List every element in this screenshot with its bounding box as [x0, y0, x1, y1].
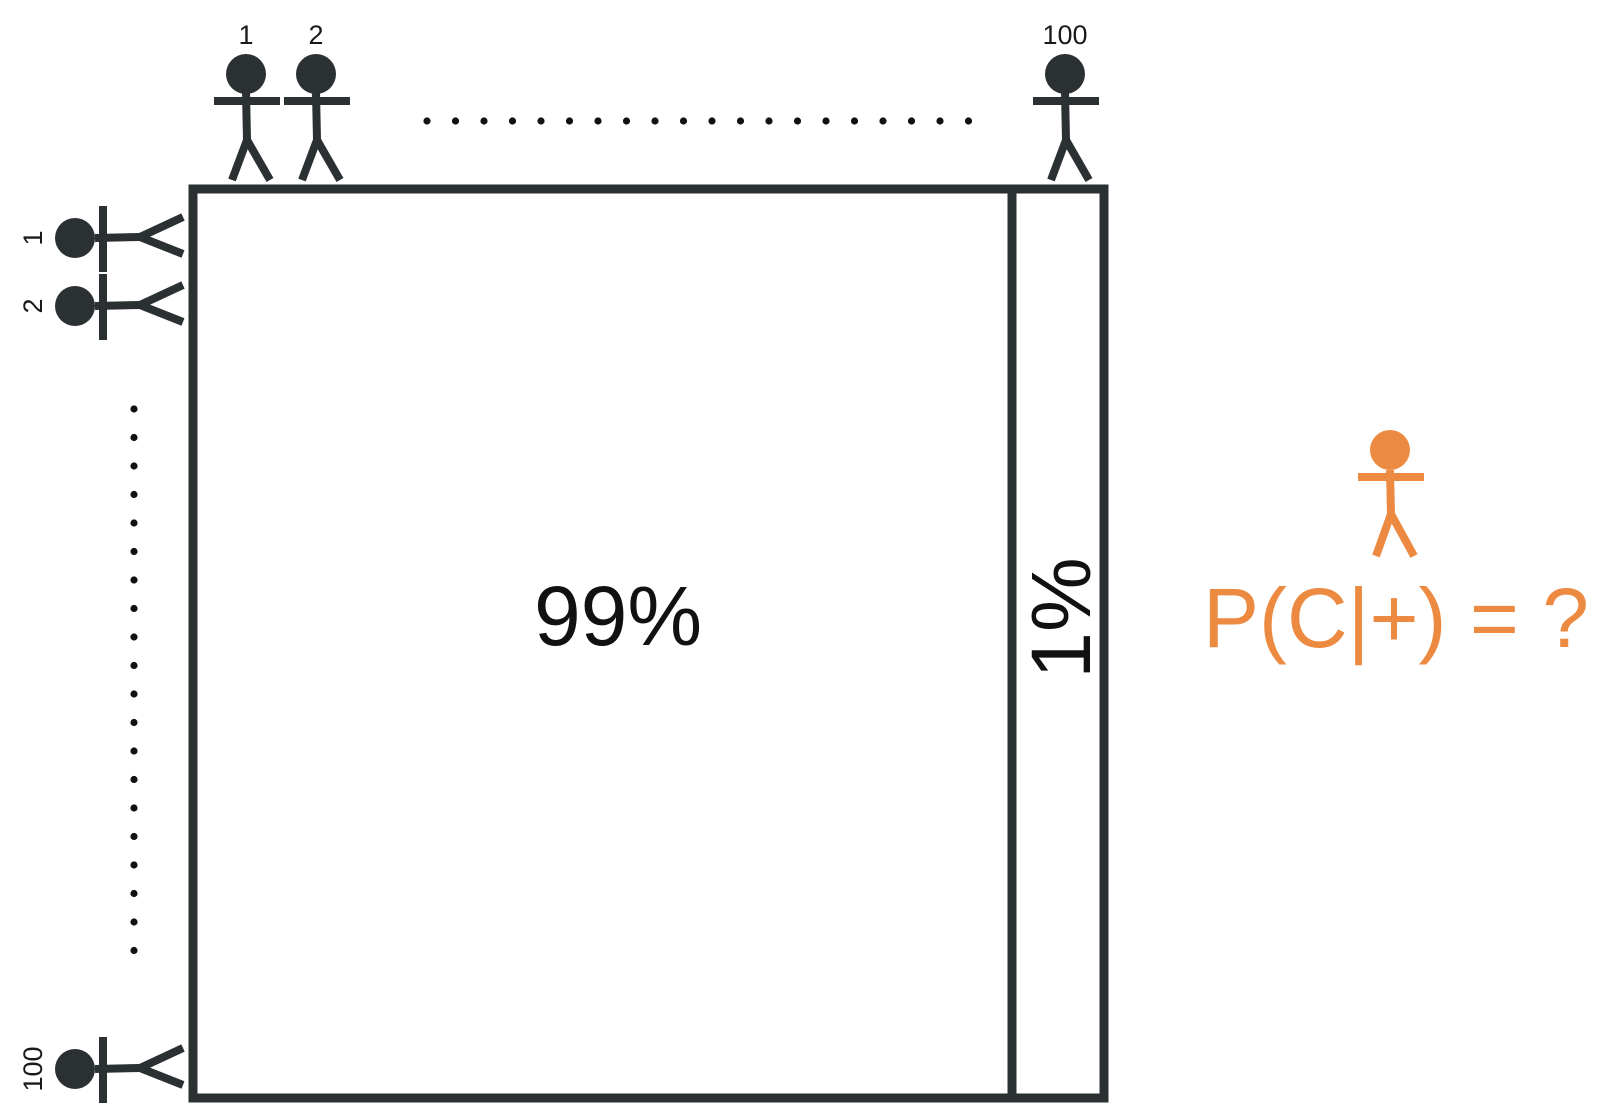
- ellipsis-dot: [130, 804, 138, 812]
- left-person-100-label: 100: [18, 1046, 48, 1091]
- left-person-2: 2: [18, 274, 183, 340]
- ellipsis-dot: [480, 117, 488, 125]
- ellipsis-dot: [907, 117, 916, 125]
- ellipsis-dot: [423, 117, 431, 125]
- person-icon: [55, 1037, 183, 1103]
- ellipsis-dot: [850, 117, 859, 125]
- ellipsis-dot: [130, 519, 138, 527]
- left-ellipsis-dots: [130, 405, 138, 955]
- top-ellipsis-dots: [423, 117, 973, 125]
- person-icon: [1358, 430, 1424, 556]
- person-icon: [284, 54, 350, 180]
- ellipsis-dot: [130, 690, 138, 698]
- ellipsis-dot: [130, 576, 138, 584]
- top-people-row: 1 2 100: [214, 20, 1099, 180]
- left-person-2-label: 2: [18, 298, 48, 313]
- top-person-1: 1: [214, 20, 280, 180]
- ellipsis-dot: [130, 889, 138, 898]
- left-person-1-label: 1: [18, 230, 48, 245]
- ellipsis-dot: [594, 117, 602, 125]
- person-icon: [55, 274, 183, 340]
- grid-outer-border: [188, 184, 1109, 1103]
- ellipsis-dot: [736, 117, 745, 125]
- person-icon: [55, 206, 183, 272]
- top-person-2: 2: [284, 20, 350, 180]
- ellipsis-dot: [130, 405, 138, 413]
- ellipsis-dot: [451, 117, 460, 125]
- ellipsis-dot: [793, 117, 802, 125]
- ellipsis-dot: [936, 117, 944, 125]
- ellipsis-dot: [130, 604, 138, 613]
- left-person-100: 100: [18, 1037, 183, 1103]
- large-region-label: 99%: [534, 569, 702, 663]
- ellipsis-dot: [708, 117, 716, 125]
- ellipsis-dot: [130, 832, 138, 841]
- ellipsis-dot: [130, 633, 138, 641]
- top-person-1-label: 1: [238, 20, 253, 50]
- ellipsis-dot: [130, 462, 138, 470]
- ellipsis-dot: [765, 117, 773, 125]
- ellipsis-dot: [130, 718, 138, 727]
- ellipsis-dot: [879, 117, 887, 125]
- ellipsis-dot: [565, 117, 574, 125]
- ellipsis-dot: [130, 490, 138, 499]
- top-person-2-label: 2: [308, 20, 323, 50]
- question-formula: P(C|+) = ?: [1203, 571, 1589, 665]
- population-grid: 99% 1%: [188, 184, 1109, 1103]
- ellipsis-dot: [130, 747, 138, 755]
- ellipsis-dot: [679, 117, 688, 125]
- ellipsis-dot: [130, 433, 138, 442]
- ellipsis-dot: [622, 117, 631, 125]
- ellipsis-dot: [130, 775, 138, 784]
- ellipsis-dot: [130, 861, 138, 869]
- query-person: [1358, 430, 1424, 556]
- ellipsis-dot: [822, 117, 830, 125]
- top-person-100-label: 100: [1042, 20, 1087, 50]
- ellipsis-dot: [130, 547, 138, 556]
- top-person-100: 100: [1033, 20, 1099, 180]
- ellipsis-dot: [130, 661, 138, 670]
- person-icon: [214, 54, 280, 180]
- person-icon: [1033, 54, 1099, 180]
- ellipsis-dot: [651, 117, 659, 125]
- small-region-label: 1%: [1014, 557, 1108, 678]
- ellipsis-dot: [508, 117, 517, 125]
- ellipsis-dot: [130, 918, 138, 926]
- left-person-1: 1: [18, 206, 183, 272]
- ellipsis-dot: [130, 946, 138, 955]
- ellipsis-dot: [964, 117, 973, 125]
- ellipsis-dot: [537, 117, 545, 125]
- left-people-column: 1 2 100: [18, 206, 183, 1103]
